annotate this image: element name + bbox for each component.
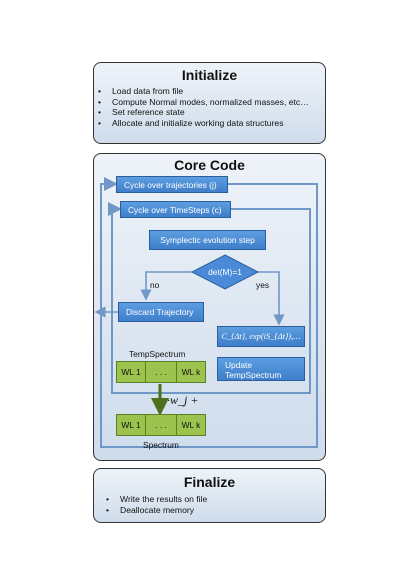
update-label-2: TempSpectrum xyxy=(225,370,282,380)
no-label: no xyxy=(150,280,160,290)
no-branch-arrow xyxy=(140,271,192,301)
cycle-trajectories-box: Cycle over trajectories (j) xyxy=(116,176,228,193)
initialize-item: Allocate and initialize working data str… xyxy=(96,118,324,129)
finalize-item: Deallocate memory xyxy=(104,505,319,516)
temp-wl-last: WL k xyxy=(176,361,206,383)
tempspectrum-label: TempSpectrum xyxy=(129,349,186,359)
core-code-title: Core Code xyxy=(174,157,245,173)
update-tempspectrum-box: Update TempSpectrum xyxy=(217,357,305,381)
yes-label: yes xyxy=(256,280,270,290)
finalize-list: Write the results on file Deallocate mem… xyxy=(104,494,319,515)
trajectory-loop-line xyxy=(100,177,318,448)
discard-trajectory-box: Discard Trajectory xyxy=(118,302,204,322)
initialize-title: Initialize xyxy=(181,67,238,83)
symplectic-step-box: Symplectic evolution step xyxy=(149,230,266,250)
spectrum-wl-mid: . . . xyxy=(145,414,177,436)
spectrum-label: Spectrum xyxy=(143,440,179,450)
cycle-timesteps-box: Cycle over TimeSteps (c) xyxy=(120,201,231,218)
initialize-item: Load data from file xyxy=(96,86,324,97)
spectrum-wl-last: WL k xyxy=(176,414,206,436)
initialize-panel: Initialize Load data from file Compute N… xyxy=(93,62,326,144)
initialize-item: Set reference state xyxy=(96,107,324,118)
initialize-list: Load data from file Compute Normal modes… xyxy=(96,86,324,128)
decision-text: det(M)=1 xyxy=(208,267,242,277)
temp-wl-mid: . . . xyxy=(145,361,177,383)
spectrum-wl-first: WL 1 xyxy=(116,414,146,436)
initialize-item: Compute Normal modes, normalized masses,… xyxy=(96,97,324,108)
finalize-title: Finalize xyxy=(183,474,236,490)
temp-wl-first: WL 1 xyxy=(116,361,146,383)
weight-label: ·w_j + xyxy=(167,393,199,407)
update-label-1: Update xyxy=(225,360,253,370)
timestep-loop-line xyxy=(108,202,311,394)
yes-branch-arrow xyxy=(258,271,285,326)
compute-step-box: C_{Δt}, exp(iS_{Δt}),… xyxy=(217,326,305,347)
finalize-item: Write the results on file xyxy=(104,494,319,505)
finalize-panel: Finalize Write the results on file Deall… xyxy=(93,468,326,523)
decision-diamond xyxy=(190,254,260,290)
